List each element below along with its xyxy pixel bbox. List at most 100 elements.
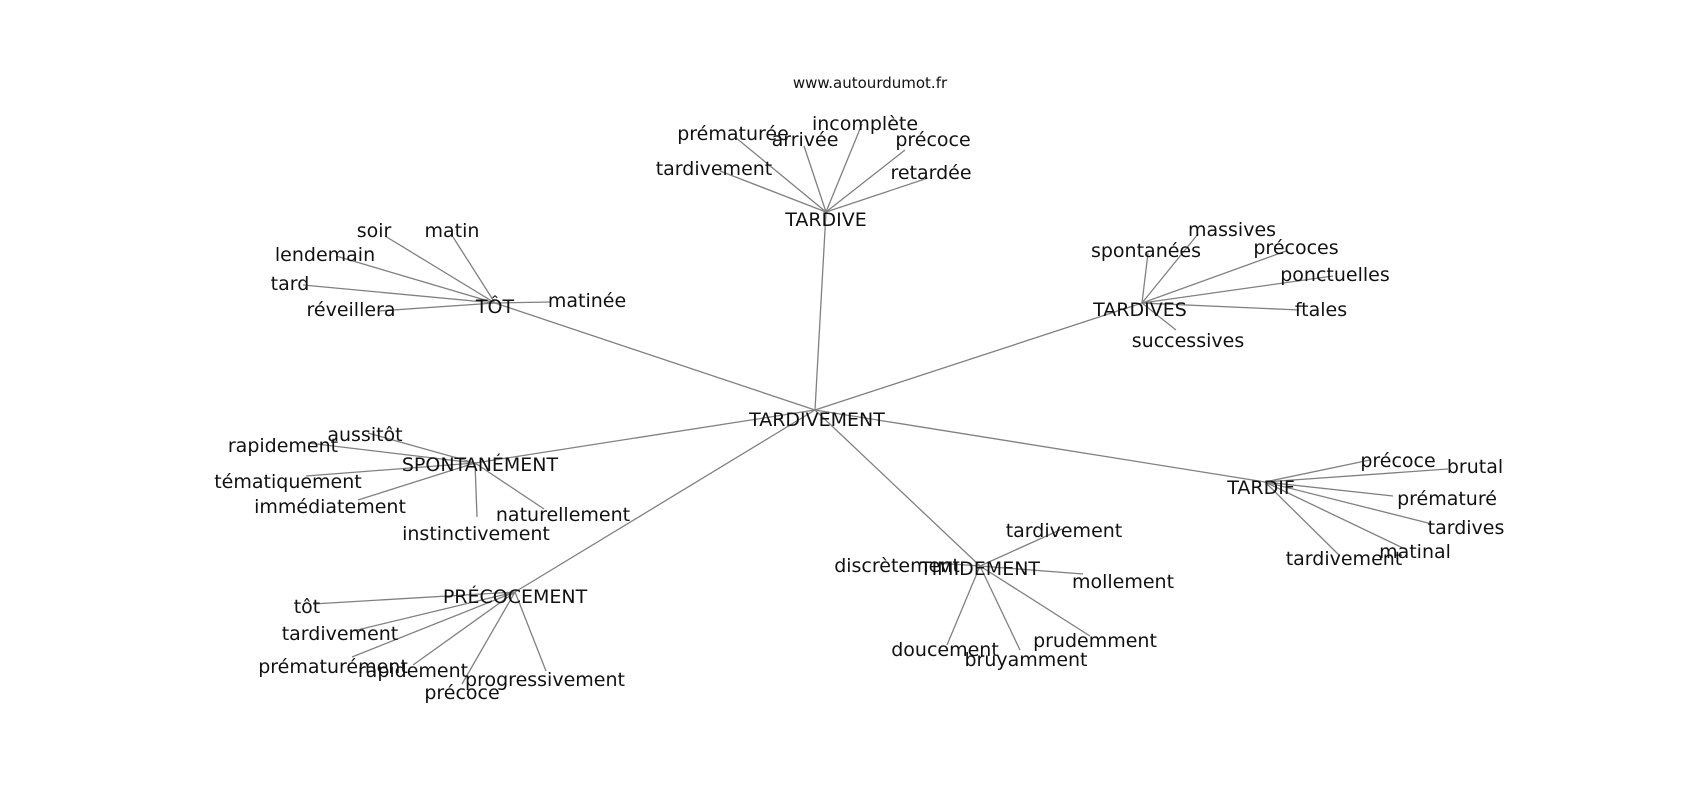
source-label: www.autourdumot.fr [793,74,948,92]
edge-tardive-leaf [719,170,827,213]
leaf-node-label: précoces [1253,237,1338,259]
edge-spontanement-leaf [305,462,476,477]
center-node-label: TARDIVEMENT [748,409,885,431]
leaf-node-label: rapidement [228,435,338,457]
leaf-node-label: prématurément [258,656,408,678]
edge-center-to-tardive [814,211,827,411]
edge-timidement-leaf [946,565,981,646]
edge-timidement-leaf [979,565,1091,637]
edge-tardif-leaf [1264,481,1341,557]
edge-tardif-leaf [1264,468,1449,483]
edge-tot-leaf [377,302,496,312]
hub-node-label: SPONTANÉMENT [402,453,559,476]
leaf-node-label: tardivement [282,623,399,645]
leaf-node-label: brutal [1447,456,1503,478]
edge-tardives-leaf [1141,302,1300,311]
edge-tot-leaf [302,284,496,304]
leaf-node-label: précoce [1360,450,1435,472]
edge-tardif-leaf [1264,481,1433,525]
edge-tardives-leaf [1141,302,1177,331]
edge-tardif-leaf [1264,459,1371,483]
leaf-node-label: retardée [890,162,971,184]
edge-spontanement-leaf [474,462,545,510]
edge-precocement-leaf [351,591,516,658]
edge-tot-leaf [335,255,496,304]
leaf-node-label: précoce [424,682,499,704]
graph-labels: prématuréearrivéeincomplèteprécoceretard… [214,113,1504,704]
hub-node-label: TÔT [475,294,515,318]
edge-timidement-leaf [921,561,981,567]
leaf-node-label: prématurée [677,123,789,145]
edge-spontanement-leaf [357,462,476,501]
leaf-node-label: discrètement [834,555,960,577]
hub-node-label: TARDIVES [1092,299,1187,321]
leaf-node-label: tôt [294,596,321,618]
leaf-node-label: doucement [891,639,999,661]
edge-timidement-leaf [979,565,1084,575]
leaf-node-label: soir [357,220,392,242]
edge-precocement-leaf [352,591,516,632]
leaf-node-label: ftales [1295,299,1347,321]
edge-tardive-leaf [825,149,906,213]
edge-tardives-leaf [1141,252,1149,304]
edge-spontanement-leaf [474,462,478,518]
edge-tardive-leaf [825,123,863,213]
leaf-node-label: ponctuelles [1280,264,1390,286]
leaf-node-label: matin [425,220,480,242]
edge-precocement-leaf [514,591,547,672]
edge-tot-leaf [494,301,551,304]
edge-tardives-leaf [1141,250,1287,304]
leaf-node-label: aussitôt [327,424,402,446]
leaf-node-label: matinal [1379,541,1451,563]
leaf-node-label: instinctivement [402,523,550,545]
edge-center-to-spontanement [474,409,816,464]
leaf-node-label: spontanées [1091,240,1201,262]
leaf-node-label: réveillera [307,299,396,321]
leaf-node-label: lendemain [275,244,375,266]
hub-node-label: TARDIF [1226,477,1295,499]
edge-tardive-leaf [734,136,827,213]
edge-tardives-leaf [1141,275,1334,304]
edge-center-to-precocement [514,409,816,593]
edge-tardive-leaf [825,177,929,213]
edge-precocement-leaf [461,591,516,685]
edge-tardif-leaf [1264,481,1406,550]
edge-center-to-tot [494,302,816,411]
edge-center-to-timidement [814,409,981,567]
edge-precocement-leaf [412,591,516,666]
leaf-node-label: mollement [1072,571,1174,593]
edge-tot-leaf [452,236,496,304]
edge-precocement-leaf [312,591,516,605]
hub-node-label: TIMIDEMENT [919,558,1040,580]
edge-spontanement-leaf [307,442,476,464]
leaf-node-label: incomplète [812,113,918,135]
leaf-node-label: massives [1188,219,1276,241]
edge-center-to-tardif [814,409,1266,483]
leaf-node-label: précoce [895,129,970,151]
edge-timidement-leaf [979,565,1021,651]
leaf-node-label: arrivée [772,129,839,151]
leaf-node-label: prudemment [1033,630,1157,652]
leaf-node-label: immédiatement [254,496,406,518]
edge-tot-leaf [384,235,496,304]
leaf-node-label: matinée [548,290,626,312]
leaf-node-label: rapidement [358,660,468,682]
edge-tardive-leaf [803,145,827,213]
leaf-node-label: tardives [1428,517,1505,539]
leaf-node-label: tématiquement [214,471,362,493]
leaf-node-label: tardivement [1006,520,1123,542]
edge-tardif-leaf [1264,481,1394,497]
hub-node-label: TARDIVE [784,209,867,231]
edge-tardives-leaf [1141,233,1199,304]
edge-timidement-leaf [979,528,1063,567]
leaf-node-label: tard [271,273,310,295]
hub-node-label: PRÉCOCEMENT [443,585,588,608]
leaf-node-label: tardivement [1286,548,1403,570]
edge-spontanement-leaf [367,432,476,464]
leaf-node-label: tardivement [656,158,773,180]
leaf-node-label: successives [1132,330,1244,352]
graph-edges [302,123,1449,685]
leaf-node-label: prématuré [1397,488,1497,510]
edge-center-to-tardives [814,302,1143,411]
